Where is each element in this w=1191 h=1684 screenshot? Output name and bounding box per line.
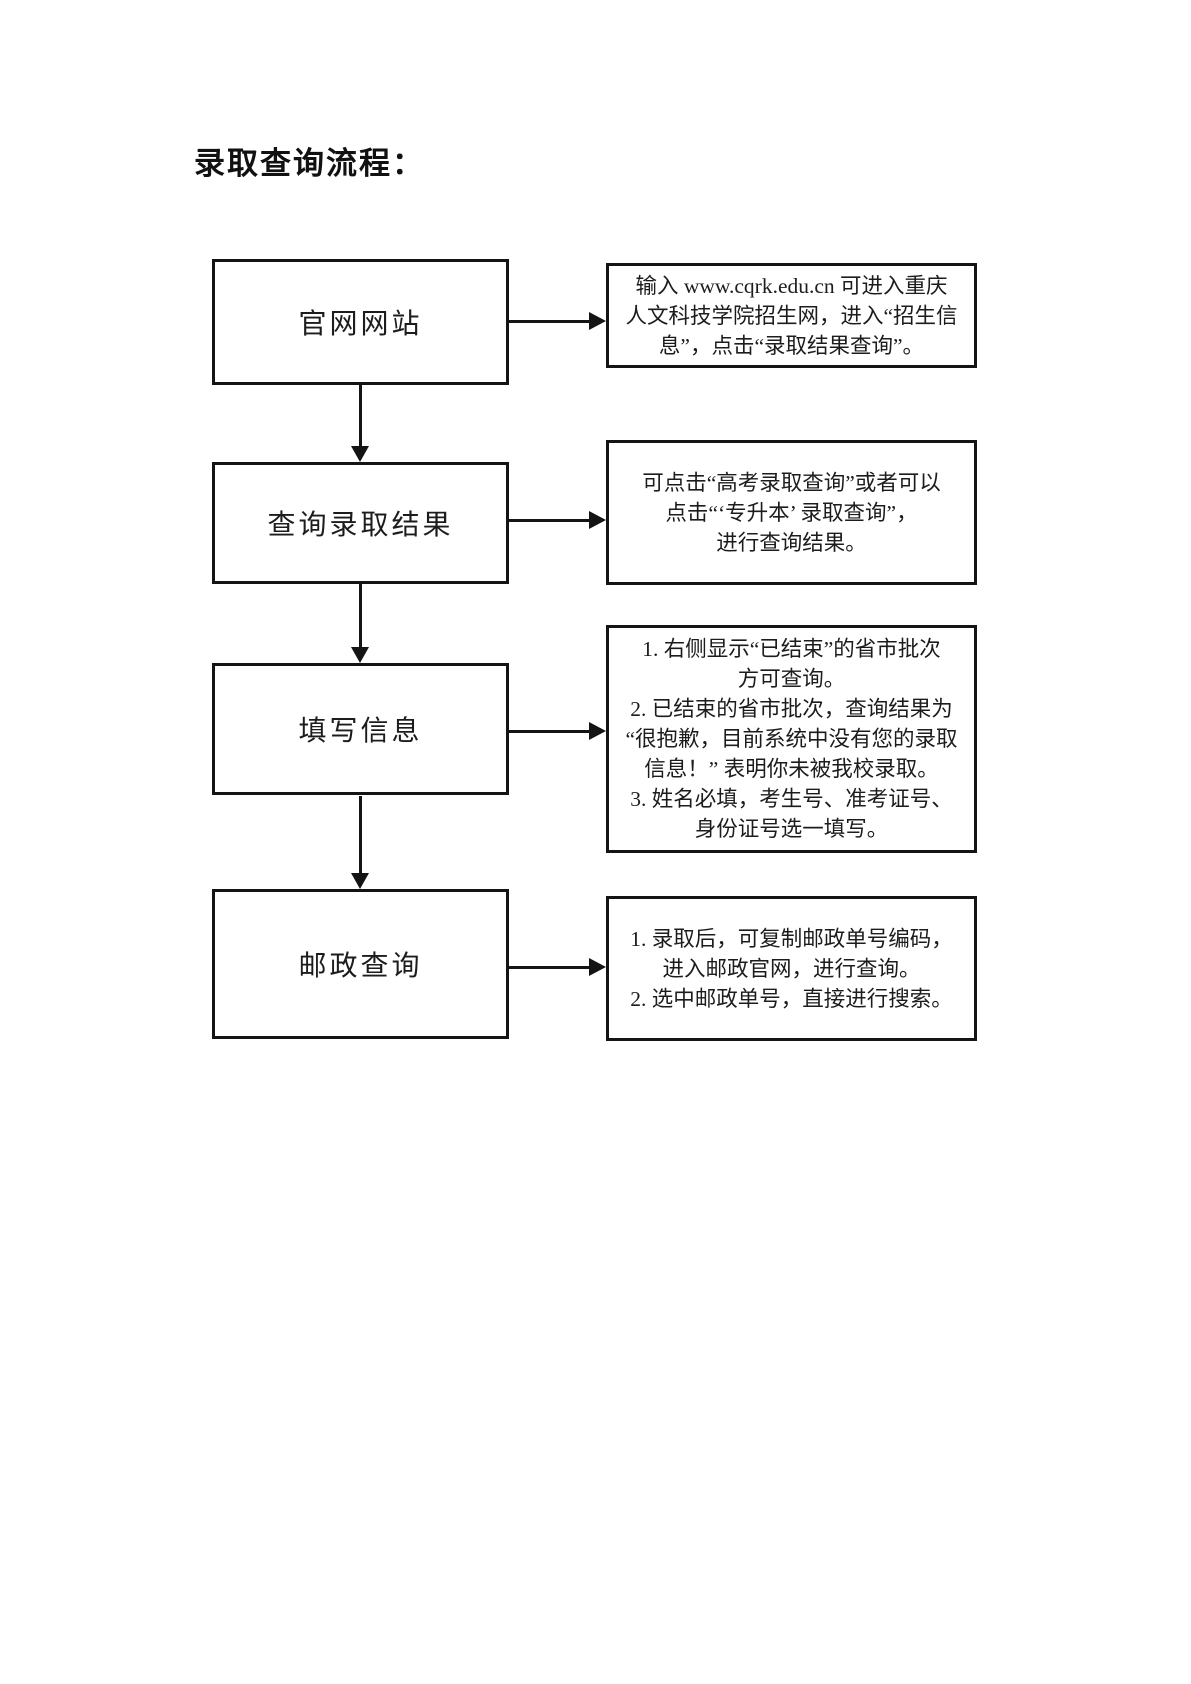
note-line: 人文科技学院招生网，进入“招生信	[625, 303, 958, 328]
flow-note-box-fill-information: 1. 右侧显示“已结束”的省市批次 方可查询。 2. 已结束的省市批次，查询结果…	[606, 625, 977, 853]
flow-step-label-query-result: 查询录取结果	[267, 510, 454, 541]
note-line: 点击“‘专升本’ 录取查询”，	[665, 500, 918, 525]
right-arrow-icon	[509, 511, 606, 529]
right-arrow-icon	[509, 312, 606, 330]
arrow-stem	[358, 796, 362, 873]
arrow-stem	[509, 965, 589, 969]
flow-step-box-postal-tracking: 邮政查询	[212, 889, 509, 1039]
note-line: 2. 已结束的省市批次，查询结果为	[630, 697, 953, 721]
flow-note-box-postal-tracking: 1. 录取后，可复制邮政单号编码， 进入邮政官网，进行查询。 2. 选中邮政单号…	[606, 896, 977, 1041]
right-arrow-icon	[509, 958, 606, 976]
note-line: 2. 选中邮政单号，直接进行搜索。	[630, 986, 953, 1011]
note-line: 进入邮政官网，进行查询。	[662, 956, 921, 981]
arrow-head	[589, 511, 606, 529]
note-line: 信息！” 表明你未被我校录取。	[644, 757, 939, 781]
note-line: 身份证号选一填写。	[694, 817, 889, 841]
flow-note-box-official-website: 输入 www.cqrk.edu.cn 可进入重庆 人文科技学院招生网，进入“招生…	[606, 263, 977, 368]
note-line: 1. 录取后，可复制邮政单号编码，	[630, 926, 953, 951]
flow-step-label-postal-tracking: 邮政查询	[298, 951, 423, 982]
flow-note-box-query-result: 可点击“高考录取查询”或者可以 点击“‘专升本’ 录取查询”， 进行查询结果。	[606, 440, 977, 585]
down-arrow-icon	[351, 796, 369, 889]
right-arrow-icon	[509, 722, 606, 740]
flow-step-label-official-website: 官网网站	[298, 309, 423, 340]
flow-step-box-official-website: 官网网站	[212, 259, 509, 385]
down-arrow-icon	[351, 385, 369, 462]
note-line: 息”，点击“录取结果查询”。	[658, 333, 925, 358]
flow-step-box-fill-information: 填写信息	[212, 663, 509, 795]
note-line: 进行查询结果。	[716, 530, 867, 555]
flow-step-box-query-result: 查询录取结果	[212, 462, 509, 584]
arrow-stem	[509, 518, 589, 522]
arrow-head	[351, 873, 369, 889]
note-line: 3. 姓名必填，考生号、准考证号、	[630, 787, 953, 811]
flow-step-label-fill-information: 填写信息	[298, 716, 423, 747]
arrow-head	[351, 647, 369, 663]
note-line: 可点击“高考录取查询”或者可以	[642, 470, 941, 495]
arrow-stem	[358, 385, 362, 446]
note-line: 1. 右侧显示“已结束”的省市批次	[642, 637, 941, 661]
page-title: 录取查询流程：	[194, 146, 425, 181]
arrow-stem	[509, 319, 589, 323]
note-line: “很抱歉，目前系统中没有您的录取	[625, 727, 958, 751]
arrow-head	[589, 312, 606, 330]
arrow-stem	[509, 729, 589, 733]
arrow-head	[589, 722, 606, 740]
note-line: 方可查询。	[737, 667, 846, 691]
arrow-head	[351, 446, 369, 462]
arrow-head	[589, 958, 606, 976]
note-line: 输入 www.cqrk.edu.cn 可进入重庆	[635, 273, 948, 298]
down-arrow-icon	[351, 584, 369, 663]
arrow-stem	[358, 584, 362, 647]
